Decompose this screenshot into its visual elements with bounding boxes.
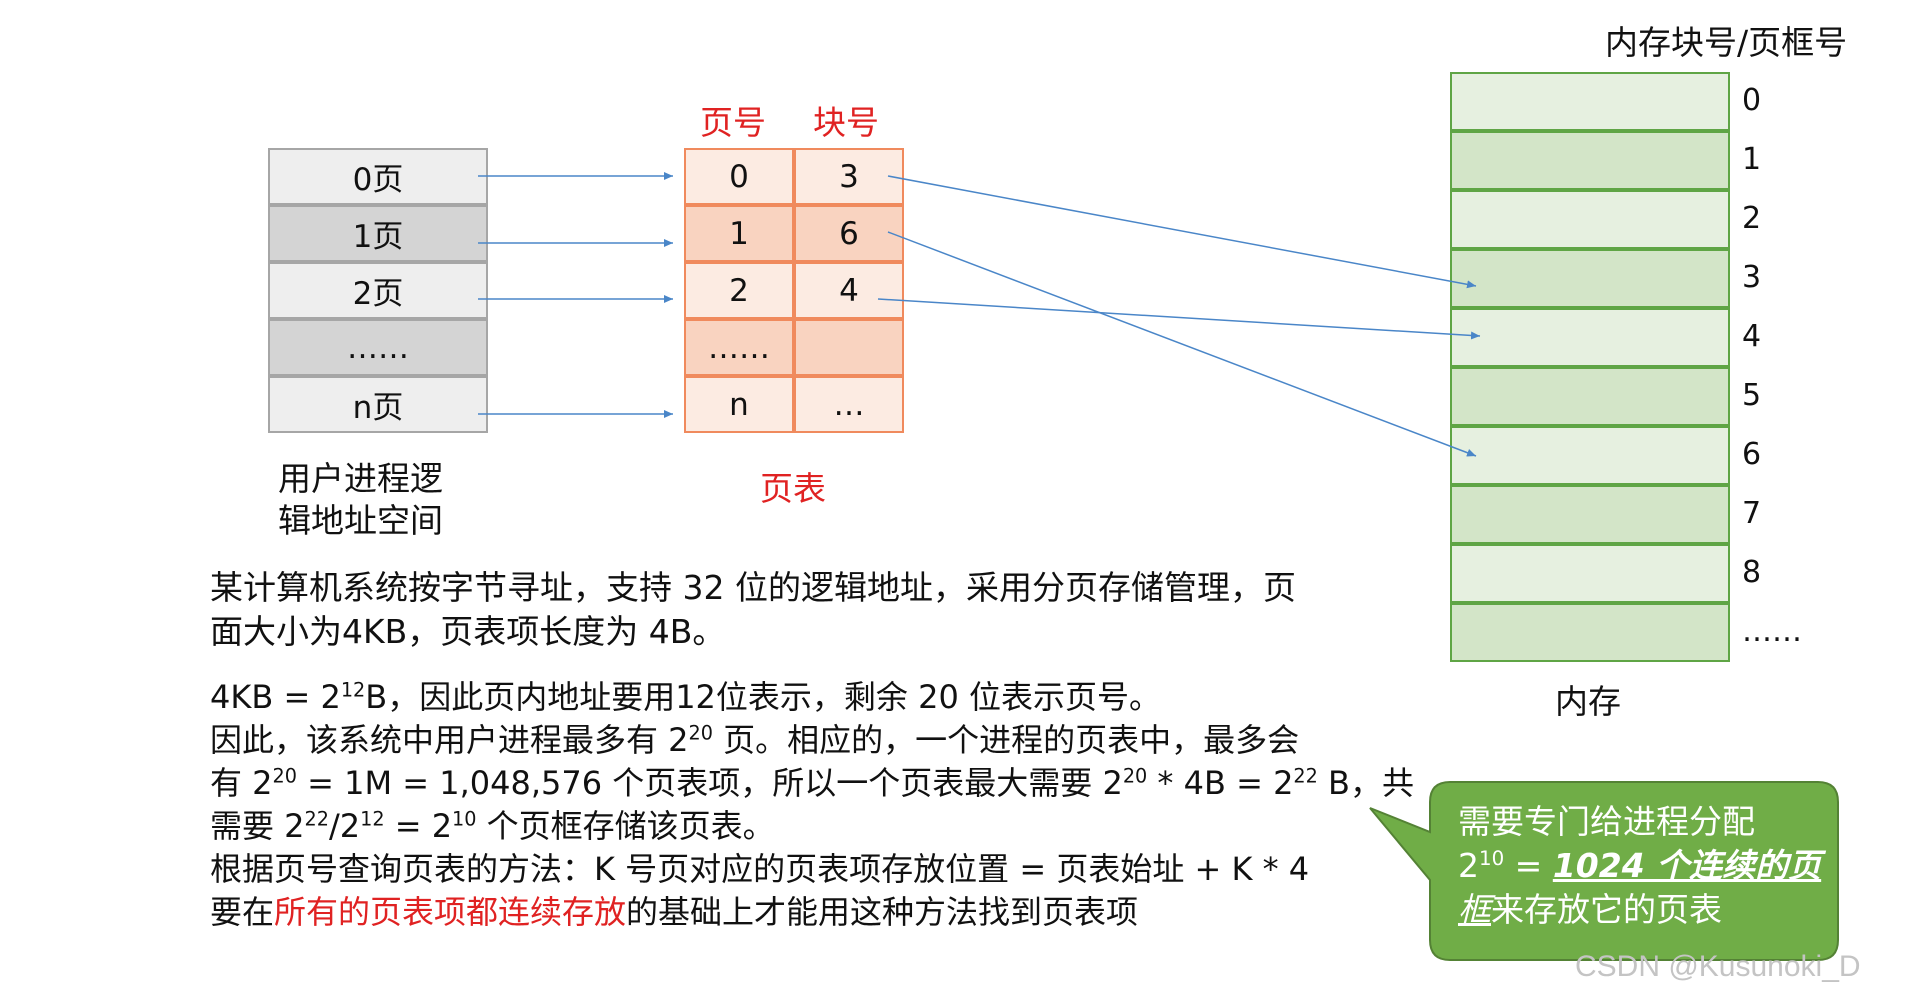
paragraph-problem: 某计算机系统按字节寻址，支持 32 位的逻辑地址，采用分页存储管理，页 面大小为… xyxy=(210,566,1296,654)
arrow-entry2-to-block4 xyxy=(877,298,1481,340)
page-table-page-cell: n xyxy=(684,376,794,433)
arrow-entry1-to-block6 xyxy=(887,231,1477,457)
logical-page-1: 1页 xyxy=(268,205,488,262)
callout-line-3: 框来存放它的页表 xyxy=(1458,890,1722,929)
highlight-contiguous: 所有的页表项都连续存放 xyxy=(274,893,627,931)
memory-block-number: 8 xyxy=(1742,555,1762,590)
memory-block xyxy=(1450,249,1730,308)
analysis-line-5: 根据页号查询页表的方法：K 号页对应的页表项存放位置 = 页表始址 + K * … xyxy=(210,850,1310,888)
problem-line-1: 某计算机系统按字节寻址，支持 32 位的逻辑地址，采用分页存储管理，页 xyxy=(210,568,1296,607)
memory-block-number: 0 xyxy=(1742,83,1762,118)
paragraph-analysis: 4KB = 212B，因此页内地址要用12位表示，剩余 20 位表示页号。 因此… xyxy=(210,676,1414,934)
memory-block-number: 3 xyxy=(1742,260,1762,295)
logical-space-caption-line2: 辑地址空间 xyxy=(278,501,443,540)
page-table-block-cell: 4 xyxy=(794,262,904,319)
page-table-block-cell: 6 xyxy=(794,205,904,262)
memory-block-number: …… xyxy=(1742,614,1802,649)
memory-block xyxy=(1450,308,1730,367)
page-table-block-cell: … xyxy=(794,376,904,433)
logical-page-2: 2页 xyxy=(268,262,488,319)
memory-block xyxy=(1450,190,1730,249)
page-table-block-cell: 3 xyxy=(794,148,904,205)
memory-block-number: 6 xyxy=(1742,437,1762,472)
problem-line-2: 面大小为4KB，页表项长度为 4B。 xyxy=(210,612,726,651)
logical-space-caption: 用户进程逻 辑地址空间 xyxy=(278,458,443,542)
memory-block xyxy=(1450,367,1730,426)
analysis-line-2: 因此，该系统中用户进程最多有 220 页。相应的，一个进程的页表中，最多会 xyxy=(210,721,1300,759)
memory-block xyxy=(1450,603,1730,662)
callout-line-1: 需要专门给进程分配 xyxy=(1458,802,1755,841)
memory-block-number: 2 xyxy=(1742,201,1762,236)
memory-block xyxy=(1450,544,1730,603)
page-table-block-cell xyxy=(794,319,904,376)
memory-block xyxy=(1450,485,1730,544)
arrow-entry0-to-block3 xyxy=(887,175,1477,289)
analysis-line-1: 4KB = 212B，因此页内地址要用12位表示，剩余 20 位表示页号。 xyxy=(210,678,1161,716)
page-table-page-cell: …… xyxy=(684,319,794,376)
csdn-watermark: CSDN @Kusunoki_D xyxy=(1575,950,1861,983)
memory-header: 内存块号/页框号 xyxy=(1605,23,1848,62)
page-table-header-page: 页号 xyxy=(700,103,766,142)
page-table-page-cell: 2 xyxy=(684,262,794,319)
memory-block-number: 7 xyxy=(1742,496,1762,531)
memory-block xyxy=(1450,131,1730,190)
memory-block-number: 4 xyxy=(1742,319,1762,354)
memory-block xyxy=(1450,426,1730,485)
memory-block-number: 1 xyxy=(1742,142,1762,177)
page-table-header-block: 块号 xyxy=(813,103,879,142)
analysis-line-6: 要在所有的页表项都连续存放的基础上才能用这种方法找到页表项 xyxy=(210,893,1139,931)
logical-page-ellipsis: …… xyxy=(268,319,488,376)
memory-block xyxy=(1450,72,1730,131)
analysis-line-4: 需要 222/212 = 210 个页框存储该页表。 xyxy=(210,807,775,845)
callout-text: 需要专门给进程分配 210 = 1024 个连续的页 框来存放它的页表 xyxy=(1458,800,1838,932)
page-table-page-cell: 1 xyxy=(684,205,794,262)
logical-page-n: n页 xyxy=(268,376,488,433)
callout-line-2: 210 = 1024 个连续的页 xyxy=(1458,846,1822,885)
analysis-line-3: 有 220 = 1M = 1,048,576 个页表项，所以一个页表最大需要 2… xyxy=(210,764,1414,802)
memory-block-number: 5 xyxy=(1742,378,1762,413)
logical-page-0: 0页 xyxy=(268,148,488,205)
logical-space-caption-line1: 用户进程逻 xyxy=(278,459,443,498)
page-table-caption: 页表 xyxy=(760,469,826,508)
page-table-page-cell: 0 xyxy=(684,148,794,205)
memory-caption: 内存 xyxy=(1555,682,1621,721)
